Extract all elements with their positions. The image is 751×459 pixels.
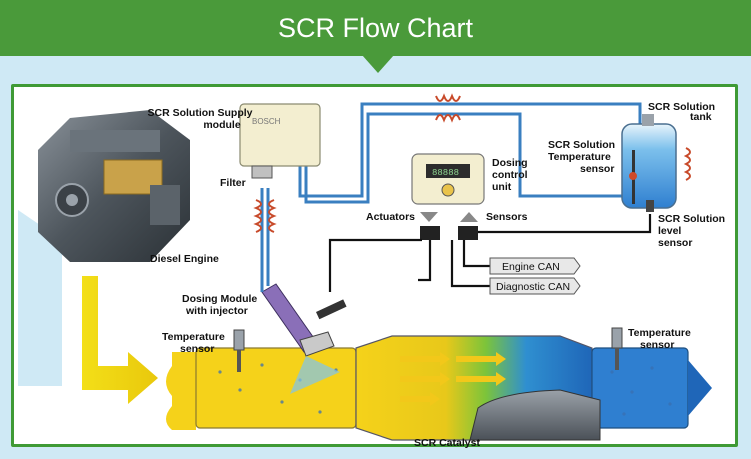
background-band bbox=[18, 210, 62, 386]
sensors-arrow-icon bbox=[460, 212, 478, 222]
diesel-engine-icon bbox=[38, 110, 190, 262]
label-dosing-module-1: Dosing Module bbox=[182, 293, 257, 305]
heater-coil-icons bbox=[253, 93, 691, 233]
exhaust-arrow-icon bbox=[82, 276, 158, 404]
exhaust-system bbox=[166, 335, 712, 441]
supply-module-icon: BOSCH bbox=[239, 103, 321, 179]
labels-layer: SCR Solution Supply module Filter Diesel… bbox=[148, 101, 726, 449]
wiring bbox=[328, 214, 652, 292]
header-bar: SCR Flow Chart bbox=[0, 0, 751, 56]
dosing-module-icon bbox=[261, 283, 347, 394]
label-tank-temp-2: Temperature bbox=[548, 151, 611, 163]
dosing-control-unit-icon: 88888 bbox=[411, 153, 485, 205]
fluid-pipes bbox=[260, 102, 642, 292]
connector-icons bbox=[420, 226, 478, 240]
temperature-sensor-left-icon bbox=[233, 329, 245, 372]
page-title: SCR Flow Chart bbox=[277, 13, 474, 43]
label-temp-sensor-right-1: Temperature bbox=[628, 327, 691, 339]
header-pointer bbox=[362, 55, 394, 73]
label-level-sensor-3: sensor bbox=[658, 237, 692, 249]
actuators-arrow-icon bbox=[420, 212, 438, 222]
label-temp-sensor-left-1: Temperature bbox=[162, 331, 225, 343]
label-diagnostic-can: Diagnostic CAN bbox=[496, 281, 570, 293]
label-temp-sensor-right-2: sensor bbox=[640, 339, 674, 351]
label-engine-can: Engine CAN bbox=[502, 261, 560, 273]
label-actuators: Actuators bbox=[366, 211, 415, 223]
label-supply-module-1: SCR Solution Supply bbox=[148, 107, 253, 119]
label-sensors: Sensors bbox=[486, 211, 528, 223]
label-level-sensor-1: SCR Solution bbox=[658, 213, 725, 225]
label-diesel-engine: Diesel Engine bbox=[150, 253, 219, 265]
engine-can-tag bbox=[489, 257, 581, 275]
svg-text:BOSCH: BOSCH bbox=[252, 117, 281, 126]
scr-solution-tank-icon bbox=[621, 114, 677, 212]
label-dosing-module-2: with injector bbox=[185, 305, 248, 317]
temperature-sensor-right-icon bbox=[611, 327, 623, 370]
label-tank-2: tank bbox=[690, 111, 712, 123]
label-dcu-2: control bbox=[492, 169, 528, 181]
svg-text:88888: 88888 bbox=[432, 168, 459, 178]
label-tank-temp-3: sensor bbox=[580, 163, 614, 175]
label-supply-module-2: module bbox=[203, 119, 240, 131]
label-tank-temp-1: SCR Solution bbox=[548, 139, 615, 151]
label-scr-catalyst: SCR Catalyst bbox=[414, 437, 480, 449]
label-level-sensor-2: level bbox=[658, 225, 681, 237]
diagnostic-can-tag bbox=[489, 277, 581, 295]
label-dcu-1: Dosing bbox=[492, 157, 528, 169]
label-filter: Filter bbox=[220, 177, 246, 189]
label-temp-sensor-left-2: sensor bbox=[180, 343, 214, 355]
label-tank-1: SCR Solution bbox=[648, 101, 715, 113]
label-dcu-3: unit bbox=[492, 181, 512, 193]
